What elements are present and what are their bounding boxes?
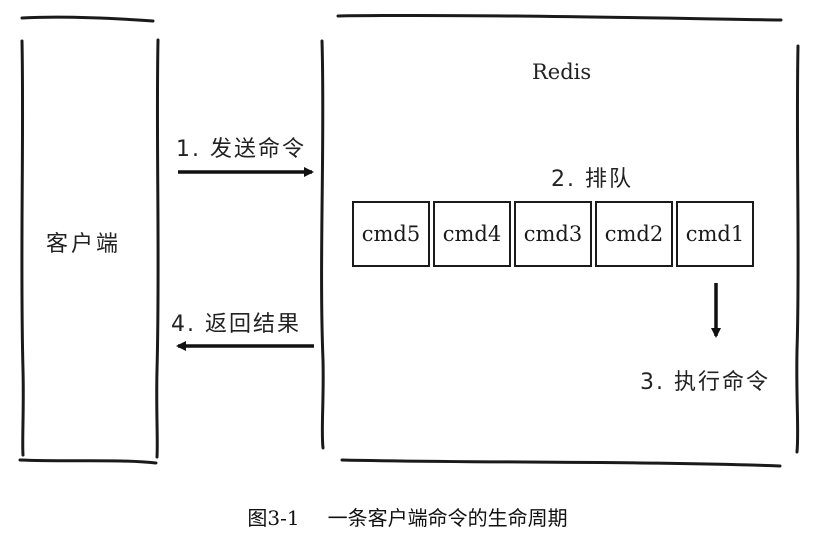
step-return-label: 4. 返回结果	[171, 312, 301, 337]
redis-server-box	[320, 13, 800, 468]
queue-command: cmd2	[595, 201, 673, 267]
queue-command: cmd5	[352, 201, 430, 267]
client-label: 客户端	[46, 232, 122, 257]
queue-command: cmd4	[433, 201, 511, 267]
step-execute-label: 3. 执行命令	[640, 370, 770, 395]
step-send-label: 1. 发送命令	[176, 137, 306, 162]
redis-title: Redis	[532, 60, 592, 84]
queue-command: cmd1	[676, 201, 754, 267]
figure-caption-text: 一条客户端命令的生命周期	[327, 506, 568, 530]
figure-caption: 图3-1 一条客户端命令的生命周期	[0, 502, 815, 531]
client-column	[18, 15, 160, 465]
queue-command: cmd3	[514, 201, 592, 267]
step-queue-label: 2. 排队	[551, 167, 633, 192]
figure-number: 图3-1	[247, 506, 300, 530]
